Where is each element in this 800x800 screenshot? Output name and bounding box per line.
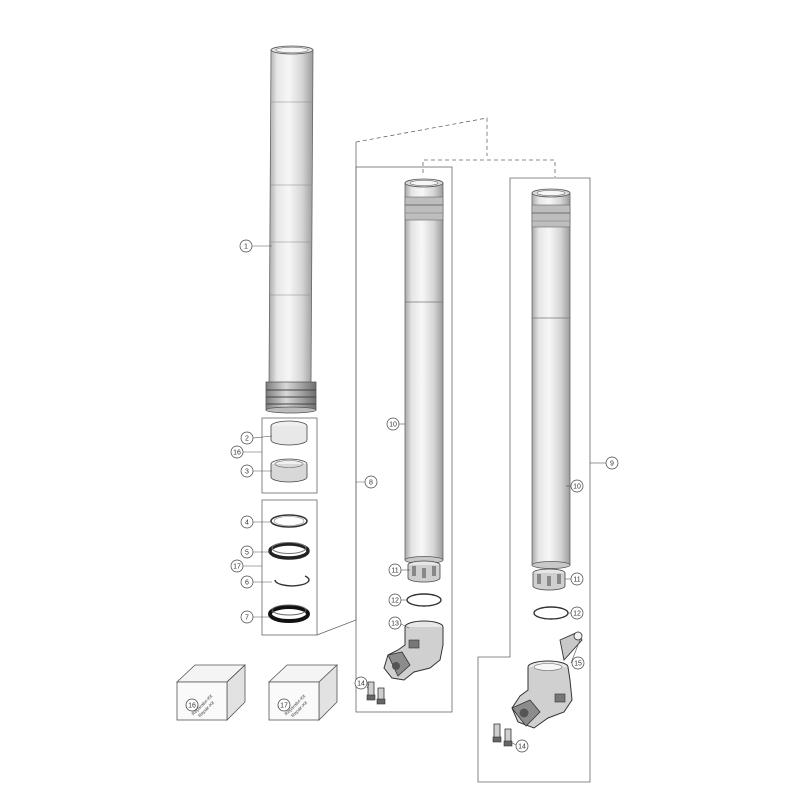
bushing-upper xyxy=(270,420,308,446)
callout-12-right: 12 xyxy=(570,606,584,620)
bushing-group-frame xyxy=(261,417,318,494)
callout-6: 6 xyxy=(240,575,254,589)
castle-nut-right xyxy=(532,568,566,591)
bushing-lower xyxy=(270,458,308,483)
svg-text:6: 6 xyxy=(245,580,249,587)
callout-11-left: 11 xyxy=(388,563,402,577)
inner-tube-left xyxy=(404,178,444,564)
callout-14-right: 14 xyxy=(515,739,529,753)
svg-text:2: 2 xyxy=(245,436,249,443)
assembly-8-frame xyxy=(355,166,453,713)
svg-text:4: 4 xyxy=(245,520,249,527)
callout-4: 4 xyxy=(240,515,254,529)
inner-tube-right xyxy=(531,188,571,569)
callout-7: 7 xyxy=(240,610,254,624)
assembly-9-frame xyxy=(477,177,591,783)
callout-10-left: 10 xyxy=(386,417,400,431)
callout-3: 3 xyxy=(240,464,254,478)
outer-tube xyxy=(265,45,317,414)
callout-1: 1 xyxy=(239,239,253,253)
oil-seal xyxy=(268,542,310,560)
svg-text:12: 12 xyxy=(391,598,399,605)
axle-clamp-left xyxy=(383,620,444,681)
callout-13: 13 xyxy=(388,616,402,630)
svg-text:7: 7 xyxy=(245,615,249,622)
callout-11-right: 11 xyxy=(570,572,584,586)
repair-kit-box-17: 17 Reparatur-Kit Repair-Kit xyxy=(267,664,339,721)
repair-kit-box-16: 16 Reparatur-Kit Repair-Kit xyxy=(175,664,247,721)
callout-17: 17 xyxy=(230,559,244,573)
o-ring-right xyxy=(533,606,569,620)
svg-text:15: 15 xyxy=(574,661,582,668)
callout-15: 15 xyxy=(571,656,585,670)
svg-text:11: 11 xyxy=(573,577,580,584)
callout-12-left: 12 xyxy=(388,593,402,607)
o-ring-left xyxy=(406,593,442,607)
callout-8: 8 xyxy=(364,475,378,489)
bolts-left xyxy=(366,681,386,705)
castle-nut-left xyxy=(407,560,441,583)
svg-text:10: 10 xyxy=(389,422,397,429)
bolts-right xyxy=(492,723,513,747)
svg-text:1: 1 xyxy=(244,244,248,251)
dust-seal xyxy=(268,604,310,623)
svg-text:10: 10 xyxy=(573,484,581,491)
kit-17-number: 17 xyxy=(280,703,288,710)
svg-text:17: 17 xyxy=(233,564,241,571)
svg-text:13: 13 xyxy=(391,621,399,628)
svg-text:9: 9 xyxy=(610,461,614,468)
washer xyxy=(270,514,308,528)
callout-9: 9 xyxy=(605,456,619,470)
svg-text:8: 8 xyxy=(369,480,373,487)
callout-5: 5 xyxy=(240,545,254,559)
svg-text:16: 16 xyxy=(233,450,241,457)
seal-group-frame xyxy=(261,499,318,636)
circlip xyxy=(274,575,310,587)
group-link-line xyxy=(316,142,357,636)
svg-text:14: 14 xyxy=(518,744,526,751)
kit-16-number: 16 xyxy=(188,703,196,710)
callout-10-right: 10 xyxy=(570,479,584,493)
assembly-connector-lines xyxy=(355,117,556,177)
callout-2: 2 xyxy=(240,431,254,445)
callout-14-left: 14 xyxy=(354,676,368,690)
svg-text:3: 3 xyxy=(245,469,249,476)
svg-text:5: 5 xyxy=(245,550,249,557)
callout-16: 16 xyxy=(230,445,244,459)
axle-clamp-right xyxy=(511,631,583,729)
svg-text:14: 14 xyxy=(357,681,365,688)
svg-text:11: 11 xyxy=(391,568,398,575)
svg-text:12: 12 xyxy=(573,611,581,618)
